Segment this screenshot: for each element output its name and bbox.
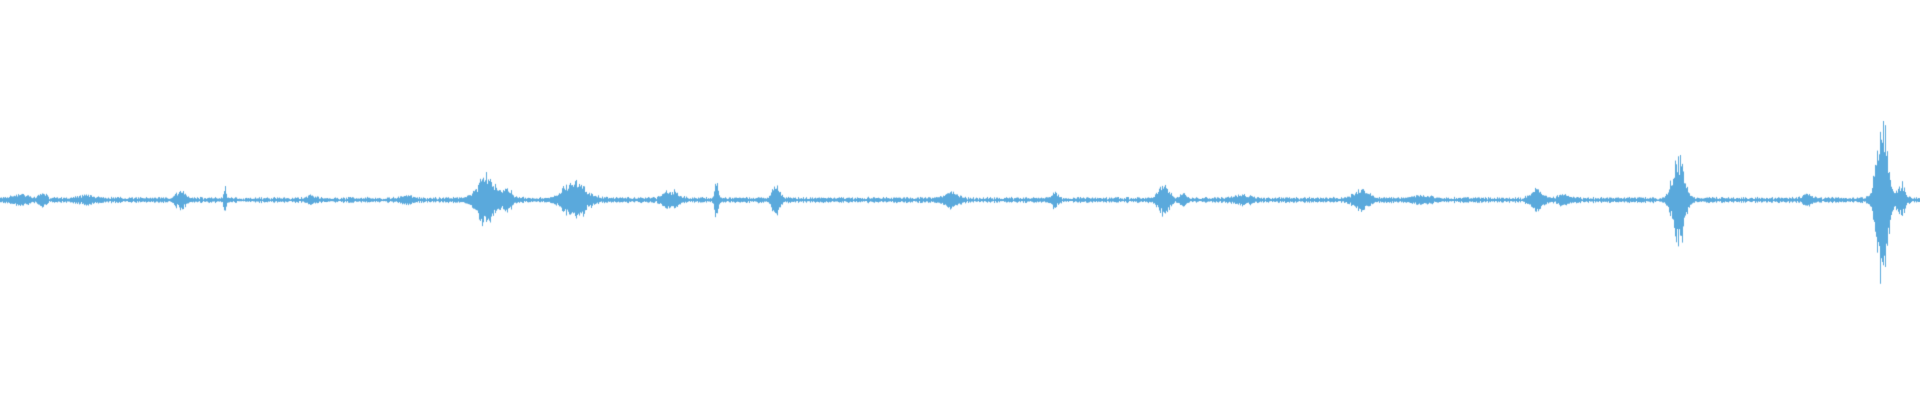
audio-waveform — [0, 0, 1920, 400]
